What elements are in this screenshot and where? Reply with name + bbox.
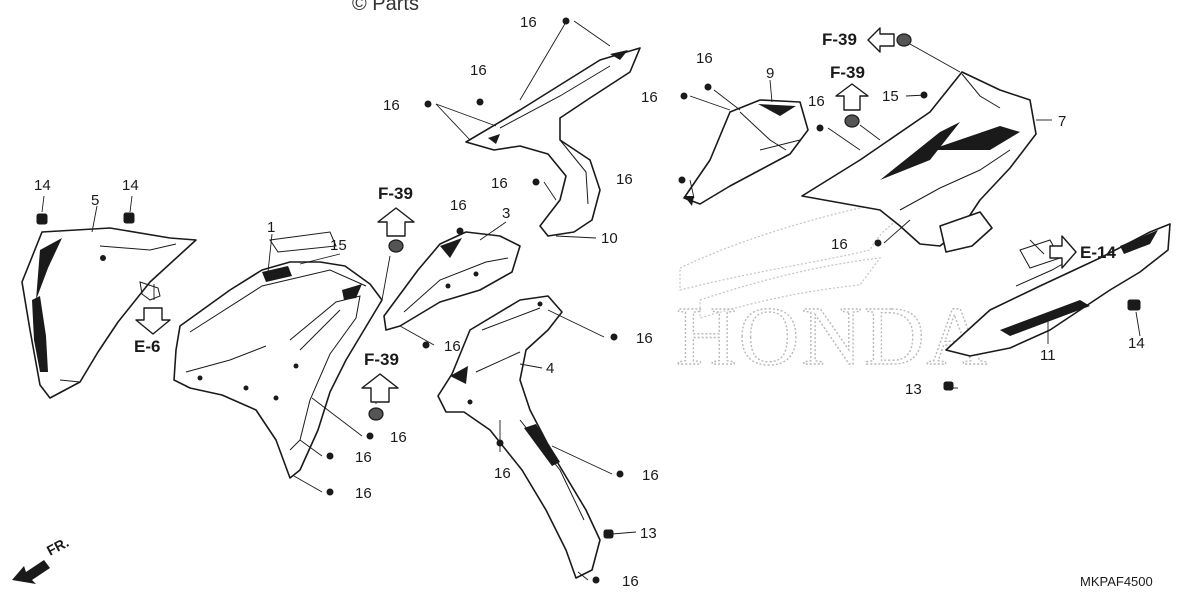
callout-15-left: 15 (330, 237, 347, 254)
callout-14-b: 14 (122, 177, 139, 194)
callout-16: 16 (831, 236, 848, 253)
callout-16: 16 (616, 171, 633, 188)
ref-e14[interactable]: E-14 (1049, 235, 1116, 269)
svg-text:F-39: F-39 (822, 30, 857, 49)
callout-part-1: 1 (267, 219, 275, 236)
front-direction-indicator: FR. (12, 534, 71, 584)
grommets (368, 33, 912, 421)
callout-16: 16 (622, 573, 639, 590)
svg-text:F-39: F-39 (364, 350, 399, 369)
part-9-shape[interactable] (683, 99, 809, 206)
callout-13-center: 13 (640, 525, 657, 542)
callout-16: 16 (491, 175, 508, 192)
screw-15-left (282, 266, 290, 274)
callout-16: 16 (642, 467, 659, 484)
callout-part-5: 5 (91, 192, 99, 209)
diagram-code: MKPAF4500 (1080, 574, 1153, 589)
bolt-14-left-a (36, 213, 48, 225)
callout-16: 16 (808, 93, 825, 110)
copyright-watermark: © Parts (352, 0, 419, 15)
svg-text:E-14: E-14 (1080, 243, 1116, 262)
ref-f39-top-right[interactable]: F-39 (822, 27, 895, 53)
callout-part-9: 9 (766, 65, 774, 82)
bolt-13-center (603, 529, 614, 539)
callout-15-right: 15 (882, 88, 899, 105)
svg-text:F-39: F-39 (830, 63, 865, 82)
svg-text:FR.: FR. (44, 534, 71, 559)
leader-lines (41, 20, 1141, 581)
callout-part-3: 3 (502, 205, 510, 222)
ref-f39-left-center[interactable]: F-39 (377, 184, 415, 237)
callout-part-11: 11 (1040, 347, 1056, 364)
callout-13-right: 13 (905, 381, 922, 398)
callout-part-10: 10 (601, 230, 618, 247)
svg-text:E-6: E-6 (134, 337, 160, 356)
honda-logo-watermark: HONDA (676, 290, 989, 383)
part-4-shape[interactable] (437, 295, 601, 579)
part-11-shape[interactable] (945, 223, 1171, 357)
part-10-shape[interactable] (465, 47, 641, 237)
callout-16: 16 (450, 197, 467, 214)
part-3-shape[interactable] (383, 231, 521, 331)
screws-16 (326, 17, 882, 584)
svg-text:F-39: F-39 (378, 184, 413, 203)
part-7-shape[interactable] (801, 71, 1037, 253)
bolt-14-left-b (123, 212, 135, 224)
callout-16: 16 (696, 50, 713, 67)
callout-part-4: 4 (546, 360, 554, 377)
ref-f39-upper-right[interactable]: F-39 (830, 63, 869, 111)
callout-16: 16 (383, 97, 400, 114)
callout-16: 16 (390, 429, 407, 446)
callout-14-right: 14 (1128, 335, 1145, 352)
callout-16: 16 (355, 485, 372, 502)
bolt-13-lower-right (943, 381, 954, 391)
bolt-14-right (1127, 299, 1141, 311)
callout-16: 16 (470, 62, 487, 79)
callout-16: 16 (520, 14, 537, 31)
part-5-shape[interactable] (21, 227, 197, 399)
callout-16: 16 (636, 330, 653, 347)
callout-part-7: 7 (1058, 113, 1066, 130)
callout-16: 16 (444, 338, 461, 355)
ref-e6[interactable]: E-6 (134, 307, 171, 356)
callout-16: 16 (641, 89, 658, 106)
callout-16: 16 (494, 465, 511, 482)
part-1-shape[interactable] (173, 231, 383, 479)
ref-f39-lower[interactable]: F-39 (361, 350, 399, 403)
callout-14-a: 14 (34, 177, 51, 194)
callout-16: 16 (355, 449, 372, 466)
